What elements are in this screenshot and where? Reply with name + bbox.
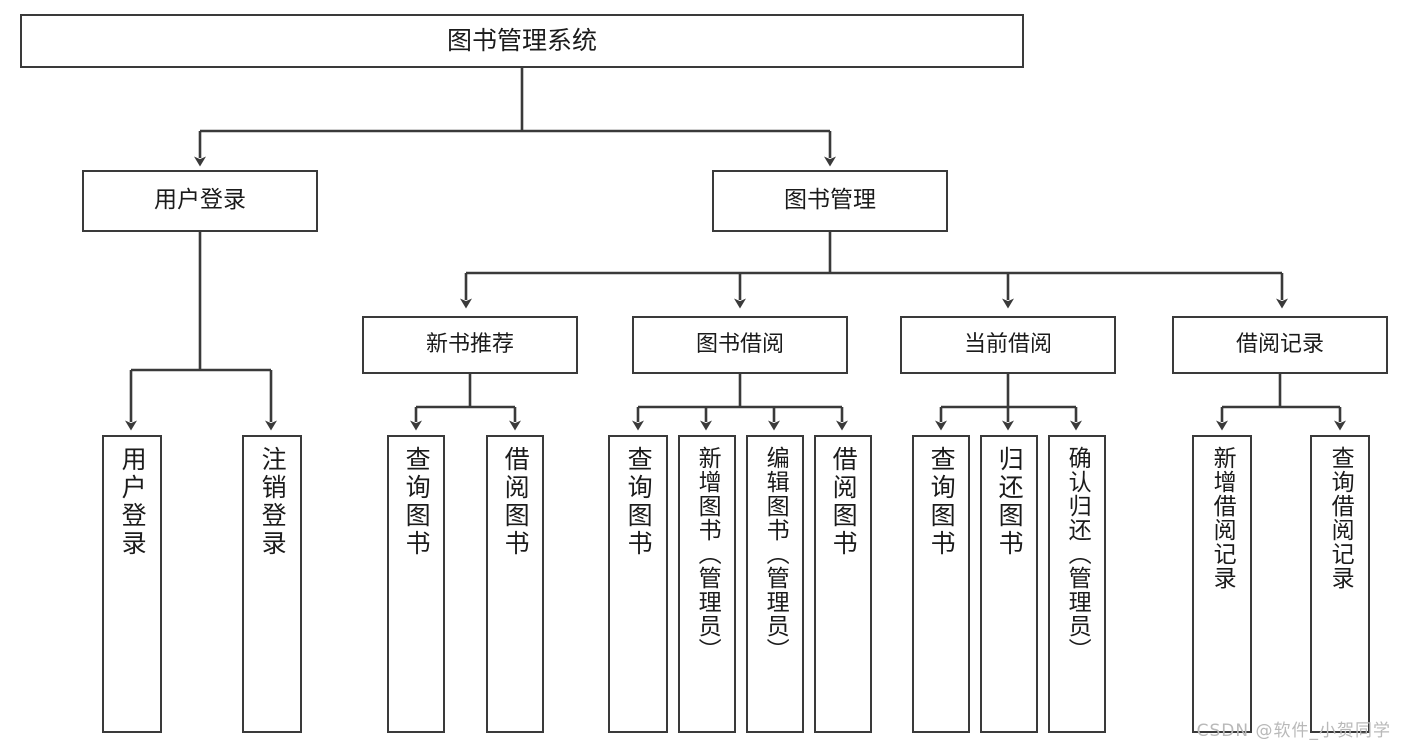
node-leaf-logout[interactable]: 注销登录 (242, 435, 302, 733)
node-user-login[interactable]: 用户登录 (82, 170, 318, 232)
node-leaf-logout-label: 注销登录 (258, 446, 288, 558)
node-leaf-query-book-1-label: 查询图书 (402, 446, 432, 558)
node-leaf-edit-book[interactable]: 编辑图书（管理员） (746, 435, 804, 733)
node-leaf-query-record[interactable]: 查询借阅记录 (1310, 435, 1370, 733)
node-new-book-rec[interactable]: 新书推荐 (362, 316, 578, 374)
node-root[interactable]: 图书管理系统 (20, 14, 1024, 68)
node-leaf-add-record[interactable]: 新增借阅记录 (1192, 435, 1252, 733)
node-leaf-return-book-label: 归还图书 (995, 446, 1025, 558)
node-book-manage-label: 图书管理 (784, 187, 876, 214)
node-leaf-query-book-1[interactable]: 查询图书 (387, 435, 445, 733)
node-borrow-record[interactable]: 借阅记录 (1172, 316, 1388, 374)
node-leaf-query-book-2[interactable]: 查询图书 (608, 435, 668, 733)
node-new-book-rec-label: 新书推荐 (425, 331, 514, 357)
node-leaf-borrow-book-1-label: 借阅图书 (501, 446, 531, 558)
node-leaf-add-record-label: 新增借阅记录 (1209, 446, 1236, 590)
node-book-manage[interactable]: 图书管理 (712, 170, 948, 232)
node-leaf-query-book-2-label: 查询图书 (624, 446, 654, 558)
node-book-borrow[interactable]: 图书借阅 (632, 316, 848, 374)
node-leaf-confirm-return-label: 确认归还（管理员） (1064, 446, 1091, 662)
node-leaf-borrow-book-2[interactable]: 借阅图书 (814, 435, 872, 733)
node-leaf-edit-book-label: 编辑图书（管理员） (762, 446, 789, 662)
node-borrow-record-label: 借阅记录 (1235, 331, 1324, 357)
node-current-borrow[interactable]: 当前借阅 (900, 316, 1116, 374)
node-leaf-borrow-book-1[interactable]: 借阅图书 (486, 435, 544, 733)
node-current-borrow-label: 当前借阅 (963, 331, 1052, 357)
node-book-borrow-label: 图书借阅 (695, 331, 784, 357)
node-leaf-user-login[interactable]: 用户登录 (102, 435, 162, 733)
node-leaf-return-book[interactable]: 归还图书 (980, 435, 1038, 733)
node-leaf-add-book-label: 新增图书（管理员） (694, 446, 721, 662)
node-leaf-query-record-label: 查询借阅记录 (1327, 446, 1354, 590)
node-leaf-confirm-return[interactable]: 确认归还（管理员） (1048, 435, 1106, 733)
node-leaf-query-book-3[interactable]: 查询图书 (912, 435, 970, 733)
node-root-label: 图书管理系统 (446, 26, 597, 55)
node-leaf-query-book-3-label: 查询图书 (927, 446, 957, 558)
node-user-login-label: 用户登录 (154, 187, 246, 214)
node-leaf-user-login-label: 用户登录 (118, 446, 148, 558)
node-leaf-borrow-book-2-label: 借阅图书 (829, 446, 859, 558)
node-leaf-add-book[interactable]: 新增图书（管理员） (678, 435, 736, 733)
